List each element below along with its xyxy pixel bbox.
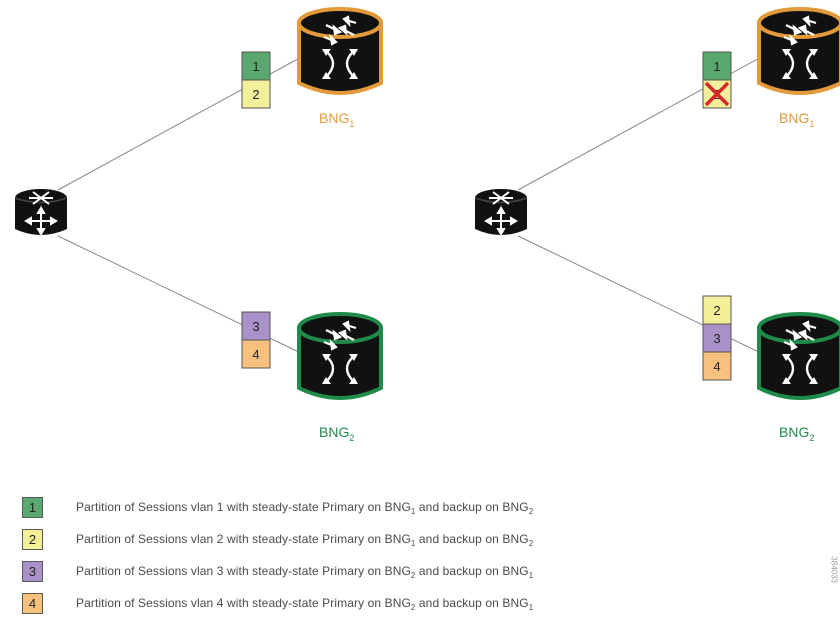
router-icon <box>757 7 840 95</box>
legend-text-mid: and backup on BNG <box>415 564 529 578</box>
legend-text-mid: and backup on BNG <box>415 532 529 546</box>
vlan-stack-bng1-left: 1 2 <box>241 51 271 109</box>
legend-swatch: 3 <box>22 561 43 582</box>
legend-backup-sub: 1 <box>528 571 534 580</box>
legend-text-pre: Partition of Sessions vlan 1 with steady… <box>76 500 411 514</box>
vlan-box-2 <box>702 295 732 325</box>
vlan-stack-bng1-right: 1 2 <box>702 51 732 109</box>
vlan-box-label: 1 <box>252 59 259 74</box>
router-icon <box>757 312 840 400</box>
bng1-label: BNG1 <box>319 110 354 129</box>
legend-primary-sub: 1 <box>410 539 416 548</box>
legend-primary-sub: 2 <box>410 571 416 580</box>
legend-swatch: 4 <box>22 593 43 614</box>
bng2-label: BNG2 <box>779 424 814 443</box>
legend-row: 2 Partition of Sessions vlan 2 with stea… <box>22 529 822 551</box>
switch-icon <box>474 188 528 237</box>
legend-swatch: 1 <box>22 497 43 518</box>
vlan-box-label: 2 <box>713 303 720 318</box>
bng-label-base: BNG <box>319 424 349 440</box>
vlan-stack-bng2-right: 2 3 4 <box>702 295 732 381</box>
bng-label-sub: 1 <box>809 119 814 129</box>
legend-backup-sub: 1 <box>528 603 534 612</box>
vlan-box-label: 4 <box>713 359 720 374</box>
vlan-box-label: 3 <box>713 331 720 346</box>
fail-x-icon <box>704 81 730 107</box>
router-icon <box>297 7 383 95</box>
bng-label-base: BNG <box>779 110 809 126</box>
legend-text: Partition of Sessions vlan 2 with steady… <box>76 532 533 548</box>
vlan-box-3 <box>241 311 271 341</box>
bng2-label: BNG2 <box>319 424 354 443</box>
switch-icon <box>14 188 68 237</box>
vlan-box-1 <box>702 51 732 81</box>
legend-text: Partition of Sessions vlan 3 with steady… <box>76 564 533 580</box>
vlan-box-label: 4 <box>252 347 259 362</box>
bng-label-sub: 2 <box>349 433 354 443</box>
legend-text-mid: and backup on BNG <box>415 500 529 514</box>
bng-label-sub: 2 <box>809 433 814 443</box>
legend-primary-sub: 1 <box>410 507 416 516</box>
bng-label-base: BNG <box>319 110 349 126</box>
router-icon <box>297 312 383 400</box>
vlan-stack-bng2-left: 3 4 <box>241 311 271 369</box>
bng-label-base: BNG <box>779 424 809 440</box>
vlan-box-label: 2 <box>252 87 259 102</box>
vlan-box-label: 1 <box>713 59 720 74</box>
legend-swatch: 2 <box>22 529 43 550</box>
right-diagram: 1 2 2 3 4 BNG1 BNG2 <box>474 7 840 443</box>
left-diagram: 1 2 3 4 BNG1 BNG2 <box>14 7 383 443</box>
vlan-box-label: 3 <box>252 319 259 334</box>
legend-row: 1 Partition of Sessions vlan 1 with stea… <box>22 497 822 519</box>
legend-row: 4 Partition of Sessions vlan 4 with stea… <box>22 593 822 615</box>
vlan-box-1 <box>241 51 271 81</box>
legend-backup-sub: 2 <box>528 507 534 516</box>
figure-id-watermark: 384033 <box>830 556 839 583</box>
legend-text-pre: Partition of Sessions vlan 2 with steady… <box>76 532 411 546</box>
vlan-box-4 <box>702 351 732 381</box>
vlan-box-4 <box>241 339 271 369</box>
bng1-label: BNG1 <box>779 110 814 129</box>
legend-backup-sub: 2 <box>528 539 534 548</box>
legend-text: Partition of Sessions vlan 4 with steady… <box>76 596 533 612</box>
legend-text-pre: Partition of Sessions vlan 3 with steady… <box>76 564 411 578</box>
legend-row: 3 Partition of Sessions vlan 3 with stea… <box>22 561 822 583</box>
legend-text-pre: Partition of Sessions vlan 4 with steady… <box>76 596 411 610</box>
legend-text-mid: and backup on BNG <box>415 596 529 610</box>
legend-text: Partition of Sessions vlan 1 with steady… <box>76 500 533 516</box>
vlan-box-2 <box>241 79 271 109</box>
legend-primary-sub: 2 <box>410 603 416 612</box>
bng-label-sub: 1 <box>349 119 354 129</box>
